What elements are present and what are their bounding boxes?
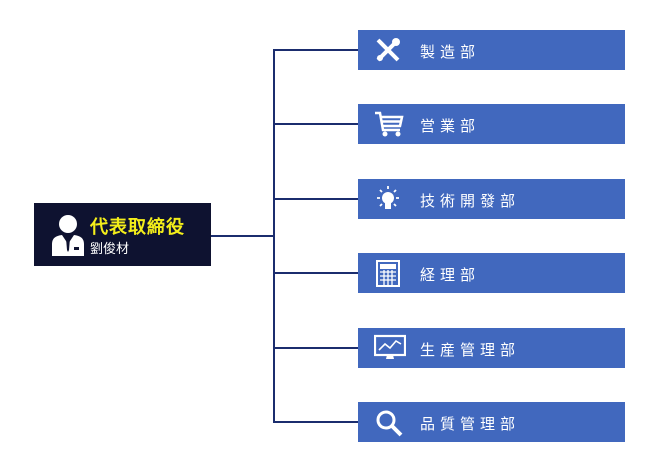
dept-rnd: 技術開發部 [358,179,625,219]
ceo-node: 代表取締役 劉俊材 [34,203,211,266]
dept-manufacturing: 製造部 [358,30,625,70]
lightbulb-icon [377,186,399,209]
dept-production: 生産管理部 [358,328,625,368]
dept-label: 製造部 [420,43,481,61]
connector-branch [273,198,358,200]
tools-icon [376,38,400,62]
dept-label: 経理部 [420,266,481,284]
monitor-chart-icon [374,334,406,359]
dept-label: 生産管理部 [420,341,521,359]
dept-sales: 営業部 [358,104,625,144]
person-suit-icon [52,215,84,256]
connector-branch [273,49,358,51]
dept-label: 技術開發部 [420,192,521,210]
ceo-name: 劉俊材 [90,242,130,257]
ceo-title: 代表取締役 [90,217,185,238]
connector-branch [273,347,358,349]
dept-quality: 品質管理部 [358,402,625,442]
dept-accounting: 経理部 [358,253,625,293]
magnifier-icon [376,410,403,437]
connector-branch [273,123,358,125]
connector-trunk [273,49,275,423]
dept-label: 品質管理部 [420,415,521,433]
connector-head [211,235,274,237]
cart-icon [375,111,404,137]
calculator-icon [376,260,400,287]
dept-label: 営業部 [420,117,481,135]
connector-branch [273,421,358,423]
connector-branch [273,272,358,274]
